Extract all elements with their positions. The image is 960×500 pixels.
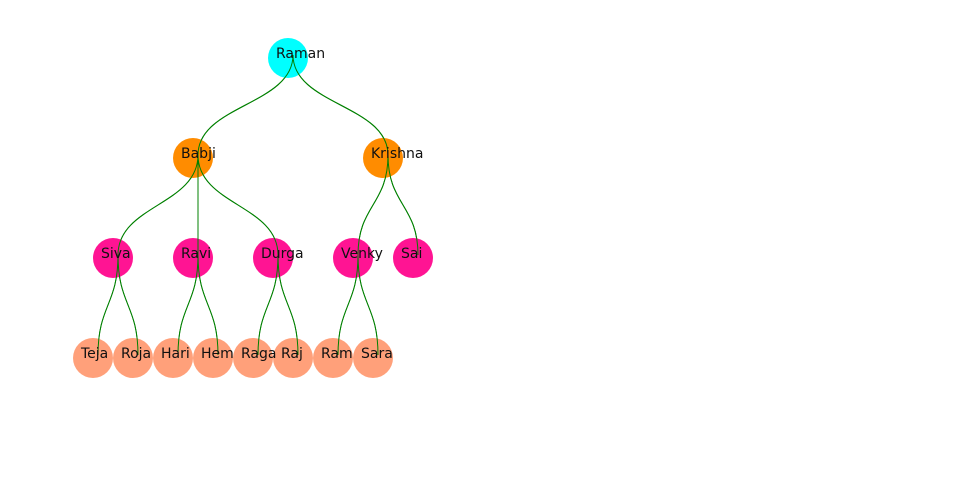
tree-node-babji[interactable]: Babji [173, 138, 216, 178]
link-krishna-venky [357, 154, 389, 256]
node-label: Sara [361, 346, 393, 362]
node-circle[interactable] [273, 338, 313, 378]
tree-node-siva[interactable]: Siva [93, 238, 133, 278]
link-raman-babji [197, 54, 294, 156]
link-krishna-sai [387, 154, 419, 256]
link-raman-krishna [292, 54, 389, 156]
node-label: Ram [321, 346, 353, 362]
node-circle[interactable] [353, 338, 393, 378]
link-ravi-hari [177, 254, 199, 356]
link-durga-raj [277, 254, 299, 356]
tree-node-raj[interactable]: Raj [273, 338, 313, 378]
tree-node-krishna[interactable]: Krishna [363, 138, 423, 178]
link-siva-teja [97, 254, 119, 356]
tree-node-teja[interactable]: Teja [73, 338, 113, 378]
link-ravi-hem [197, 254, 219, 356]
node-circle[interactable] [333, 238, 373, 278]
node-circle[interactable] [393, 238, 433, 278]
node-label: Babji [181, 146, 216, 162]
link-babji-durga [197, 154, 279, 256]
tree-node-sai[interactable]: Sai [393, 238, 433, 278]
node-label: Durga [261, 246, 304, 262]
node-label: Teja [80, 346, 108, 362]
node-label: Raga [241, 346, 276, 362]
node-circle[interactable] [233, 338, 273, 378]
node-circle[interactable] [93, 238, 133, 278]
node-label: Roja [121, 346, 151, 362]
link-siva-roja [117, 254, 139, 356]
tree-node-venky[interactable]: Venky [333, 238, 383, 278]
tree-node-hem[interactable]: Hem [193, 338, 234, 378]
node-circle[interactable] [73, 338, 113, 378]
links-overlay [97, 54, 419, 356]
tree-node-ravi[interactable]: Ravi [173, 238, 213, 278]
node-label: Siva [101, 246, 131, 262]
node-circle[interactable] [193, 338, 233, 378]
node-label: Raman [276, 46, 325, 62]
tree-node-sara[interactable]: Sara [353, 338, 393, 378]
tree-node-hari[interactable]: Hari [153, 338, 193, 378]
link-durga-raga [257, 254, 279, 356]
node-circle[interactable] [113, 338, 153, 378]
tree-node-raman[interactable]: Raman [268, 38, 325, 78]
tree-node-ram[interactable]: Ram [313, 338, 353, 378]
link-babji-siva [117, 154, 199, 256]
node-label: Raj [281, 346, 303, 362]
tree-node-durga[interactable]: Durga [253, 238, 304, 278]
node-label: Sai [401, 246, 422, 262]
node-label: Venky [341, 246, 383, 262]
link-venky-sara [357, 254, 379, 356]
link-venky-ram [337, 254, 359, 356]
node-circle[interactable] [268, 38, 308, 78]
node-circle[interactable] [253, 238, 293, 278]
node-circle[interactable] [153, 338, 193, 378]
node-label: Hem [201, 346, 234, 362]
tree-node-raga[interactable]: Raga [233, 338, 276, 378]
node-label: Krishna [371, 146, 423, 162]
node-label: Hari [161, 346, 190, 362]
node-circle[interactable] [313, 338, 353, 378]
node-circle[interactable] [363, 138, 403, 178]
node-circle[interactable] [173, 138, 213, 178]
tree-node-roja[interactable]: Roja [113, 338, 153, 378]
node-label: Ravi [181, 246, 211, 262]
node-circle[interactable] [173, 238, 213, 278]
